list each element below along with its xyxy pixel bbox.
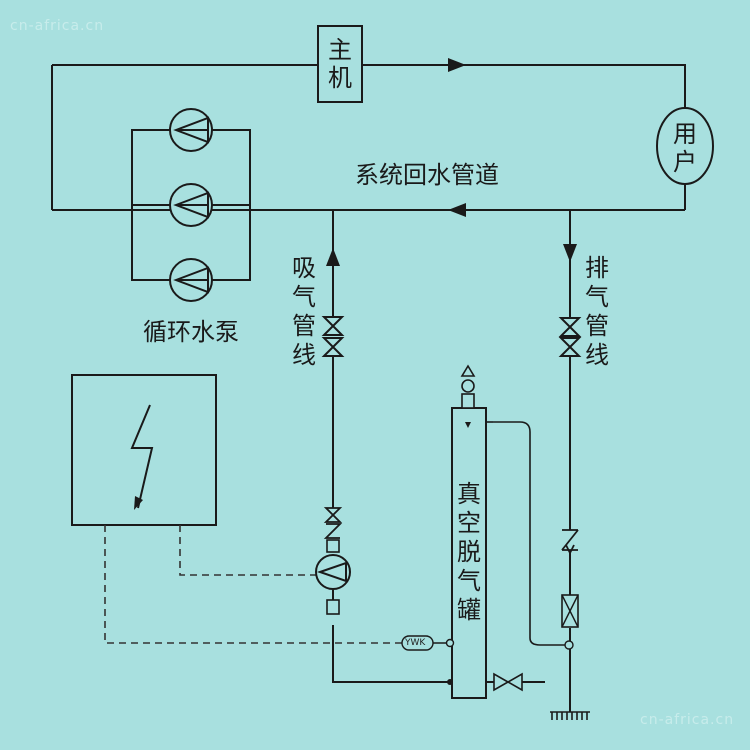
- exhaust-line-label: 排气管线: [585, 254, 609, 369]
- pump-outlet-fitting: [326, 599, 340, 615]
- exhaust-check-valve-icon: [561, 529, 579, 556]
- suction-flow-arrow: [326, 248, 340, 266]
- vacuum-check-valve-icon: [323, 507, 343, 539]
- exhaust-valve-icon: [558, 317, 582, 357]
- main-unit-label: 主机: [328, 36, 352, 92]
- control-panel-box: [71, 374, 217, 526]
- supply-pipe: [52, 64, 686, 112]
- user-ellipse: [656, 107, 714, 185]
- main-unit-box: [317, 25, 363, 103]
- ywk-label: YWK: [405, 638, 426, 648]
- watermark-top: cn-africa.cn: [10, 18, 105, 34]
- vacuum-tank: [451, 407, 487, 699]
- pump-3-icon: [169, 258, 213, 302]
- level-sensor-line: [493, 421, 568, 646]
- tank-outlet-valve-icon: [493, 672, 523, 692]
- lightning-icon: [130, 404, 154, 509]
- exhaust-flow-arrow: [563, 244, 577, 262]
- user-label: 用户: [673, 120, 697, 176]
- control-line-pump: [179, 525, 318, 576]
- pump-to-tank: [332, 625, 452, 683]
- pump-inlet-fitting: [326, 539, 340, 553]
- pump-2-icon: [169, 183, 213, 227]
- supply-flow-arrow: [448, 58, 466, 72]
- sensor-junction: [564, 640, 574, 650]
- ground-icon: [550, 711, 590, 720]
- pumps-label: 循环水泵: [143, 318, 239, 346]
- control-line-ywk: [104, 525, 402, 644]
- tank-top-valve-icon: [460, 364, 476, 409]
- vacuum-pump-icon: [315, 554, 351, 590]
- tank-label: 真空脱气罐: [457, 480, 481, 624]
- return-pipe-label: 系统回水管道: [355, 161, 499, 189]
- suction-line-label: 吸气管线: [292, 254, 316, 369]
- ywk-badge: [401, 635, 434, 651]
- pump-1-icon: [169, 108, 213, 152]
- suction-valve-icon: [321, 316, 345, 357]
- watermark-bottom: cn-africa.cn: [640, 712, 735, 728]
- return-flow-arrow: [448, 203, 466, 217]
- lightning-arrowhead: [134, 496, 143, 510]
